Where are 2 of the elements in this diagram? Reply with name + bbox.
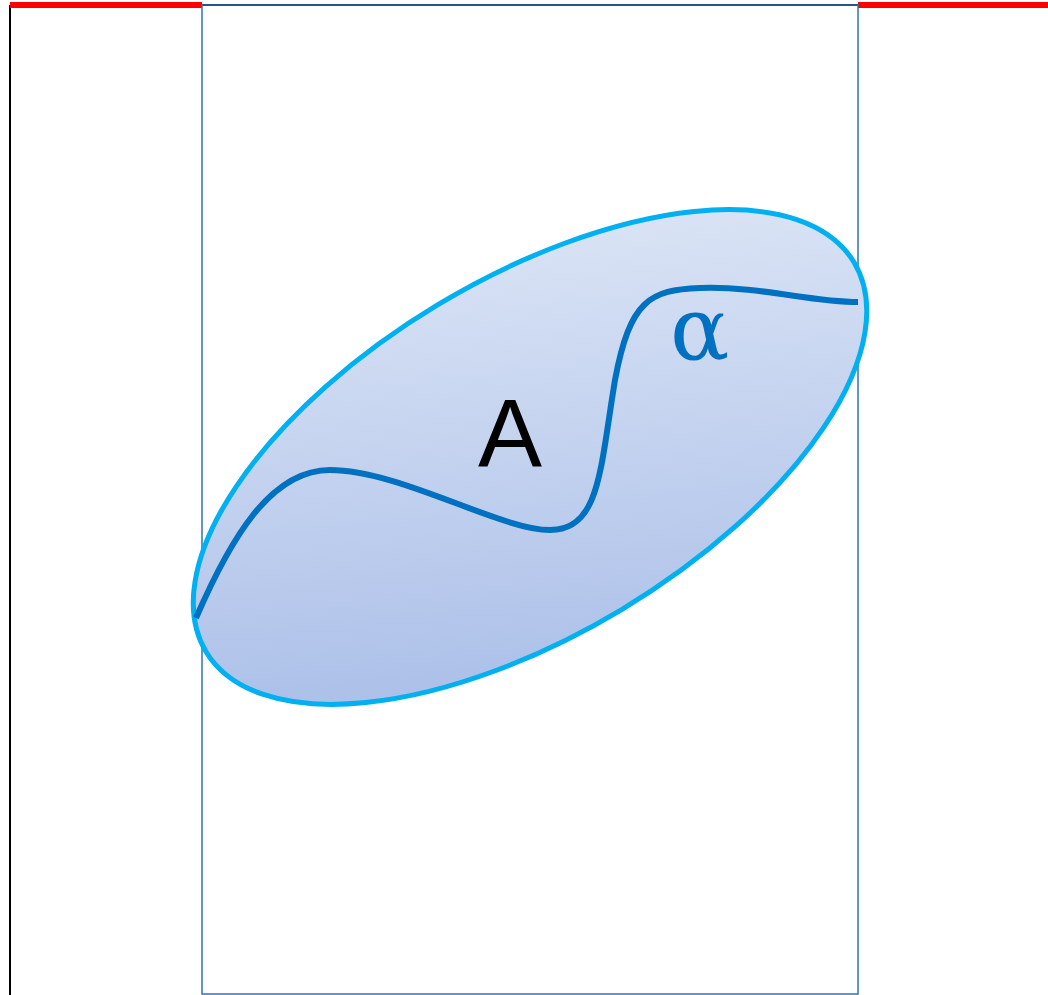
curve-symbol: α	[670, 285, 730, 373]
region-label: A	[478, 385, 543, 481]
